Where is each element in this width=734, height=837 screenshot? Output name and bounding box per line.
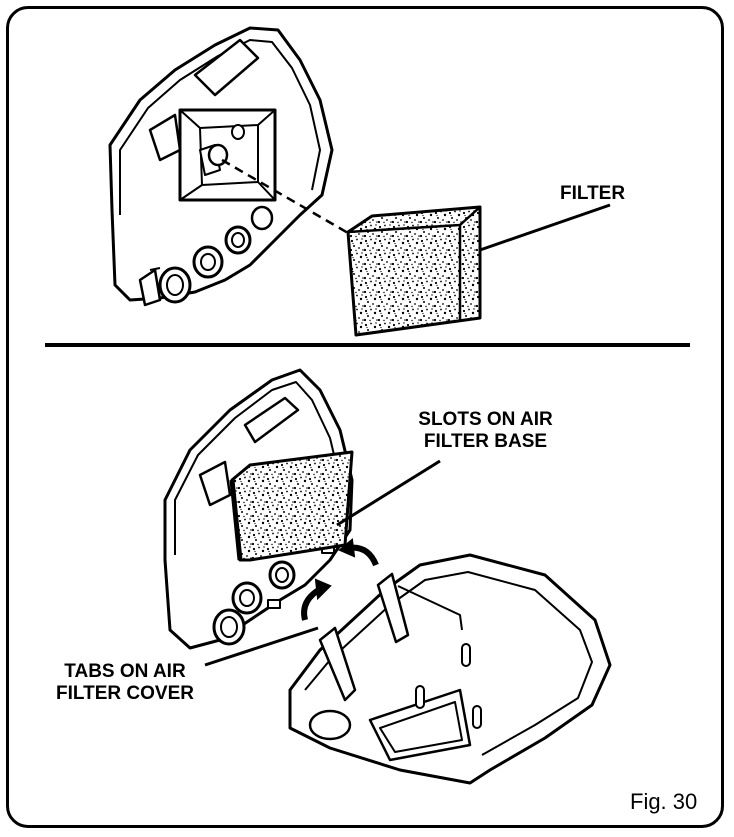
foam-filter-installed bbox=[229, 450, 354, 562]
filter-leader-line bbox=[479, 203, 611, 252]
filter-label-text: FILTER bbox=[560, 183, 626, 204]
slots-label-line1: SLOTS ON AIR bbox=[418, 409, 553, 430]
slots-leader-line bbox=[336, 459, 441, 527]
tabs-label-line2: FILTER COVER bbox=[56, 683, 194, 704]
tabs-leader-line bbox=[204, 626, 319, 667]
tabs-label: TABS ON AIR FILTER COVER bbox=[40, 661, 210, 705]
foam-filter-top bbox=[346, 205, 482, 337]
slots-label-line2: FILTER BASE bbox=[423, 431, 548, 452]
tabs-label-line1: TABS ON AIR bbox=[64, 661, 186, 682]
slots-label: SLOTS ON AIR FILTER BASE bbox=[398, 409, 573, 453]
air-filter-base-bottom bbox=[163, 368, 354, 650]
air-filter-cover bbox=[288, 553, 612, 785]
figure-number: Fig. 30 bbox=[630, 789, 698, 814]
air-filter-base-top bbox=[108, 26, 334, 307]
alignment-dashed-line bbox=[221, 158, 356, 239]
filter-label: FILTER bbox=[560, 183, 625, 205]
